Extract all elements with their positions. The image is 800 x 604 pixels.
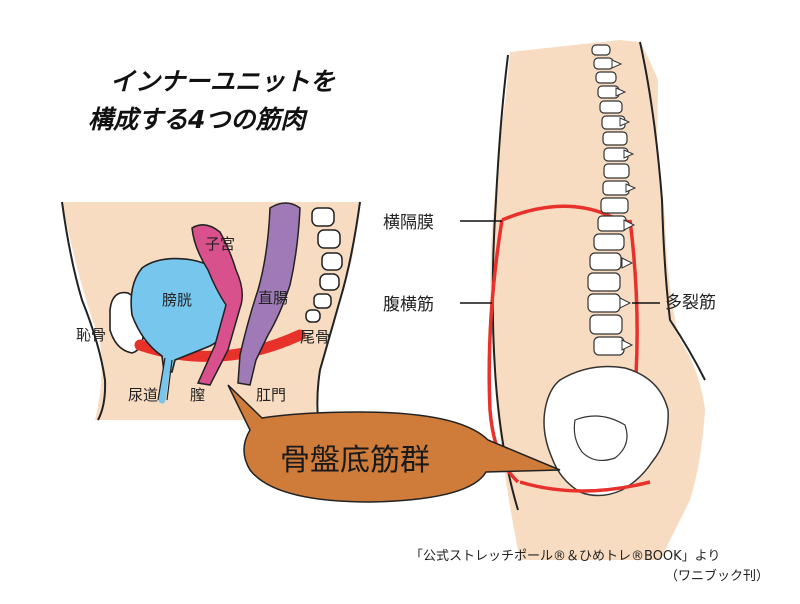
label-coccyx: 尾骨 — [300, 328, 330, 346]
label-multifidus: 多裂筋 — [665, 293, 716, 313]
source-line1: 「公式ストレッチポール®＆ひめトレ®BOOK」より — [410, 549, 720, 564]
vertebra — [587, 293, 621, 313]
vertebra — [599, 100, 623, 114]
vertebra — [600, 197, 629, 214]
coccyx-vertebra — [313, 293, 332, 309]
sacral-vertebra — [321, 252, 343, 271]
vertebra — [593, 233, 625, 251]
label-bladder: 膀胱 — [162, 291, 192, 309]
sacrum-coccyx — [305, 207, 343, 323]
vertebra — [602, 131, 628, 146]
vertebra — [593, 336, 625, 356]
sacral-vertebra — [311, 207, 335, 227]
spine — [587, 44, 630, 356]
pelvis-outline-front — [61, 201, 107, 421]
rectum — [237, 202, 301, 386]
vertebra — [587, 272, 621, 292]
pelvic-bone-detail — [573, 415, 628, 462]
label-anus: 肛門 — [256, 386, 286, 404]
vertebra — [602, 180, 630, 196]
vertebra — [595, 71, 617, 84]
title-line1: インナーユニットを — [110, 67, 336, 96]
torso-illustration: 横隔膜 腹横筋 多裂筋 — [383, 40, 716, 560]
vertebra — [593, 57, 614, 70]
multifidus-muscle — [628, 219, 639, 376]
pelvic-floor-callout: 骨盤底筋群 — [227, 384, 561, 503]
pelvis-illustration: 子宮 膀胱 直腸 恥骨 尾骨 尿道 膣 肛門 — [61, 201, 361, 421]
callout-label: 骨盤底筋群 — [280, 443, 430, 478]
torso-outline-back — [639, 41, 706, 381]
label-uterus: 子宮 — [205, 235, 235, 253]
spinous-processes — [611, 59, 637, 351]
bladder — [130, 257, 234, 373]
vertebra — [589, 314, 623, 335]
label-diaphragm: 横隔膜 — [383, 213, 434, 233]
vertebra — [603, 163, 630, 179]
vertebra — [597, 215, 627, 232]
title-line2: 構成する4つの筋肉 — [88, 105, 308, 134]
pelvic-floor-torso — [519, 480, 651, 493]
urethra-tube — [158, 356, 172, 404]
vertebra — [591, 44, 611, 56]
pelvic-bone — [543, 365, 669, 497]
pelvis-outline-back — [316, 201, 361, 421]
label-rectum: 直腸 — [258, 289, 288, 307]
label-vagina: 膣 — [190, 386, 205, 404]
urethra-outline — [157, 357, 173, 401]
sacral-vertebra — [317, 229, 341, 249]
label-transversus: 腹横筋 — [383, 295, 434, 315]
coccyx-vertebra — [305, 309, 321, 323]
label-urethra: 尿道 — [128, 386, 158, 404]
vertebra — [589, 252, 622, 271]
label-pubis: 恥骨 — [76, 326, 106, 344]
sacral-vertebra — [319, 273, 340, 291]
callout-bubble — [227, 384, 561, 503]
source-line2: （ワニブック刊） — [665, 568, 769, 584]
uterus — [191, 224, 243, 386]
